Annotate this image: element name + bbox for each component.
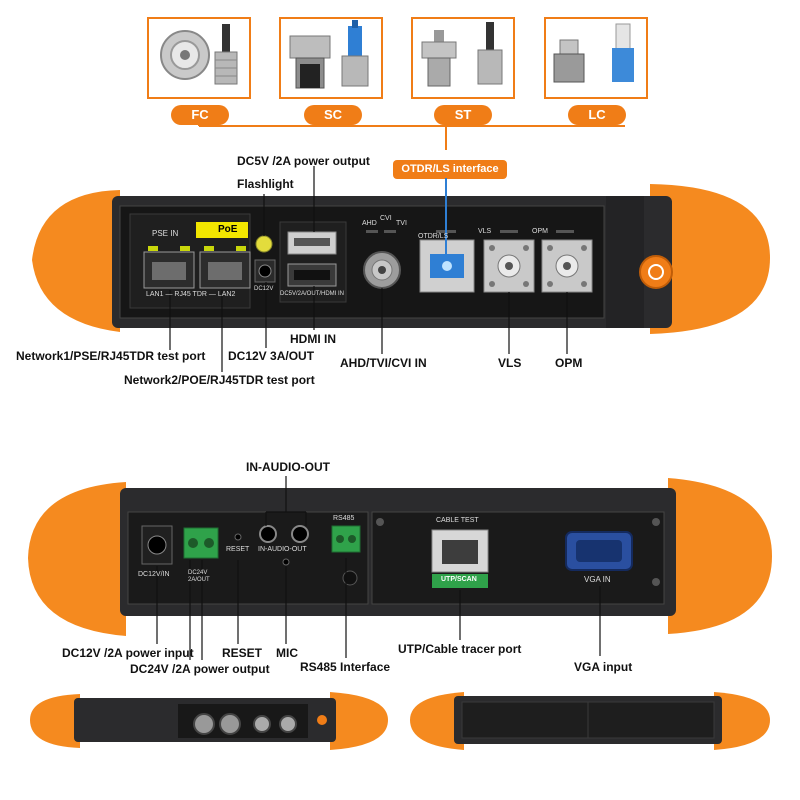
audio-out-jack	[291, 525, 309, 543]
mic-hole	[282, 558, 290, 566]
rs485-small-text: RS485	[333, 515, 355, 522]
callout-mic: MIC	[276, 646, 298, 660]
connector-label-fc: FC	[171, 105, 229, 125]
callout-dc12v-out: DC12V 3A/OUT	[228, 349, 315, 363]
callout-dc24v-power-output: DC24V /2A power output	[130, 662, 270, 676]
pse-in-text: PSE IN	[152, 229, 179, 238]
callout-opm: OPM	[555, 356, 583, 370]
callout-ahd-tvi-cvi-in: AHD/TVI/CVI IN	[340, 356, 427, 370]
callout-utp-cable-tracer: UTP/Cable tracer port	[398, 642, 522, 656]
callout-hdmi-in: HDMI IN	[290, 332, 336, 346]
connector-label-st: ST	[434, 105, 492, 125]
otdr-ls-text: OTDR/LS	[418, 233, 449, 240]
callout-vga-input: VGA input	[574, 660, 633, 674]
audio-small-text: IN-AUDIO-OUT	[258, 546, 307, 553]
poe-text: PoE	[218, 224, 238, 235]
top-right-bumper	[650, 184, 770, 334]
reset-hole	[234, 533, 242, 541]
otdr-interface-badge: OTDR/LS interface	[393, 160, 507, 179]
bottom-right-bumper	[668, 478, 772, 634]
callout-network1: Network1/PSE/RJ45TDR test port	[16, 349, 206, 363]
connector-label-sc: SC	[304, 105, 362, 125]
ahd-text: AHD	[362, 220, 377, 227]
callout-reset: RESET	[222, 646, 263, 660]
side-right-bumper-a	[410, 692, 464, 750]
side-left-bumper-b	[330, 692, 388, 750]
callout-vls: VLS	[498, 356, 522, 370]
sc-thumbnail	[279, 17, 383, 99]
poe-badge-box	[196, 222, 248, 238]
side-left-bumper-a	[30, 694, 80, 748]
dc12v-in-small-text: DC12V/IN	[138, 571, 170, 578]
vga-in-small-text: VGA IN	[584, 575, 611, 584]
lc-thumbnail	[544, 17, 648, 99]
reset-small-text: RESET	[226, 546, 250, 553]
lan-line-text: LAN1 — RJ45 TDR — LAN2	[146, 291, 236, 298]
callout-dc5v-power-output: DC5V /2A power output	[237, 154, 370, 168]
fc-thumbnail	[147, 17, 251, 99]
side-right-bumper-b	[714, 692, 770, 750]
callout-dc12v-power-input: DC12V /2A power input	[62, 646, 194, 660]
hdmi-small-text: DC5V/2A/OUT/HDMI IN	[280, 291, 345, 297]
connector-thumbnails	[147, 17, 648, 150]
utp-scan-small-text: UTP/SCAN	[441, 576, 477, 583]
st-thumbnail	[411, 17, 515, 99]
callout-rs485: RS485 Interface	[300, 660, 391, 674]
connector-label-lc: LC	[568, 105, 626, 125]
callout-flashlight: Flashlight	[237, 177, 294, 191]
audio-in-jack	[259, 525, 277, 543]
opm-small-text: OPM	[532, 228, 548, 235]
cvi-text: CVI	[380, 215, 392, 222]
dc12v-small-text: DC12V	[254, 286, 274, 292]
top-device	[32, 166, 770, 372]
tvi-text: TVI	[396, 220, 407, 227]
cable-test-small-text: CABLE TEST	[436, 517, 479, 524]
top-left-bumper	[32, 190, 120, 332]
callout-in-audio-out: IN-AUDIO-OUT	[246, 460, 330, 474]
callout-network2: Network2/POE/RJ45TDR test port	[124, 373, 315, 387]
vls-small-text: VLS	[478, 228, 492, 235]
dc24v-small-text: DC24V 2A/OUT	[188, 570, 210, 583]
bottom-left-bumper	[28, 482, 126, 636]
power-button	[639, 255, 673, 289]
